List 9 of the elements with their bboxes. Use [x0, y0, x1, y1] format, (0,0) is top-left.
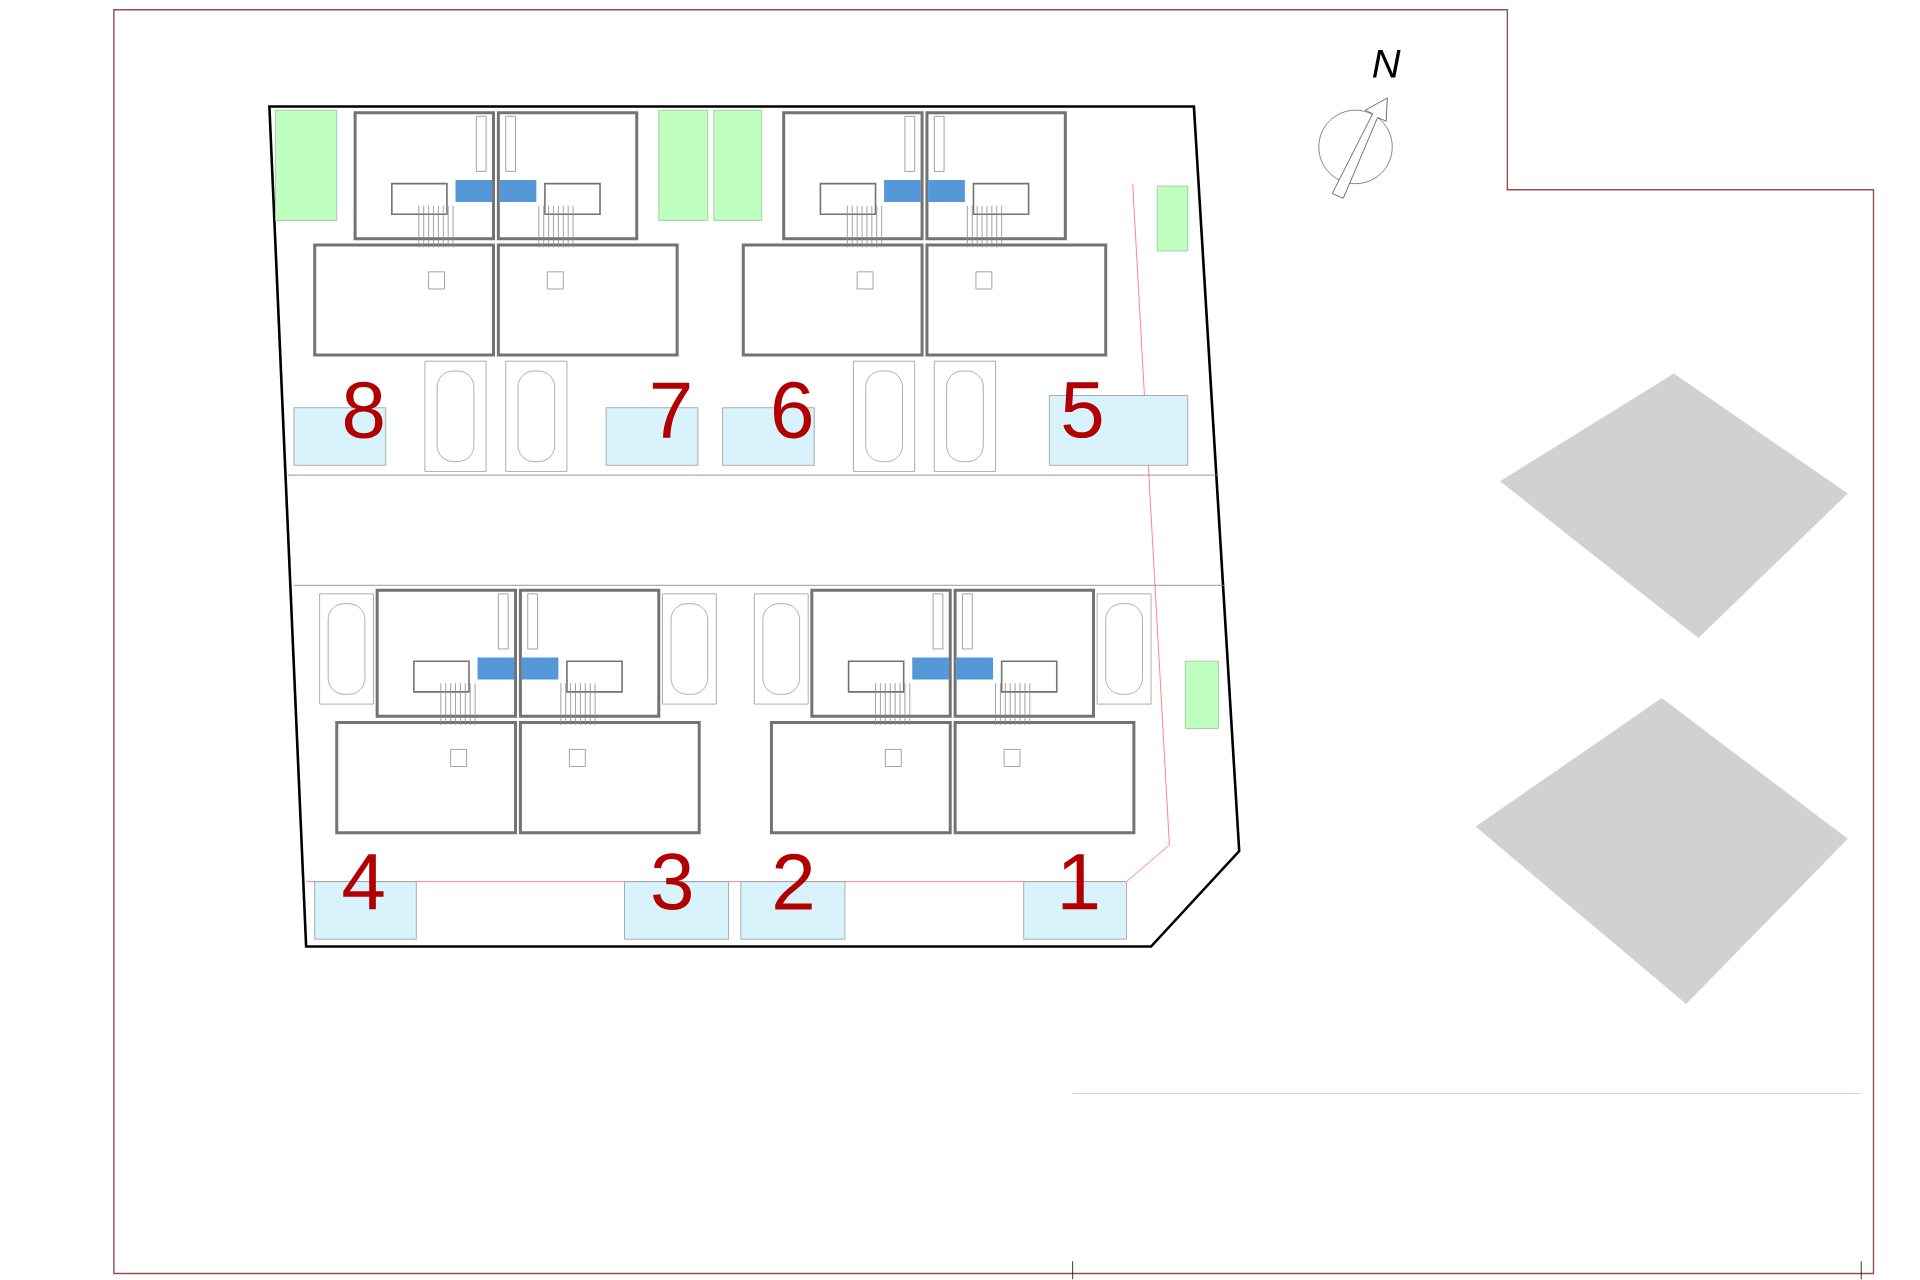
north-label: N — [1372, 50, 1401, 78]
unit-number: 2 — [775, 853, 812, 910]
unit-number: 5 — [1063, 382, 1102, 439]
unit-number: 4 — [343, 854, 384, 910]
unit-number: 7 — [652, 382, 690, 438]
unit-number: 6 — [774, 382, 811, 439]
unit-number: 1 — [1062, 854, 1098, 910]
unit-number: 8 — [344, 382, 383, 439]
unit-number: 3 — [653, 853, 691, 911]
